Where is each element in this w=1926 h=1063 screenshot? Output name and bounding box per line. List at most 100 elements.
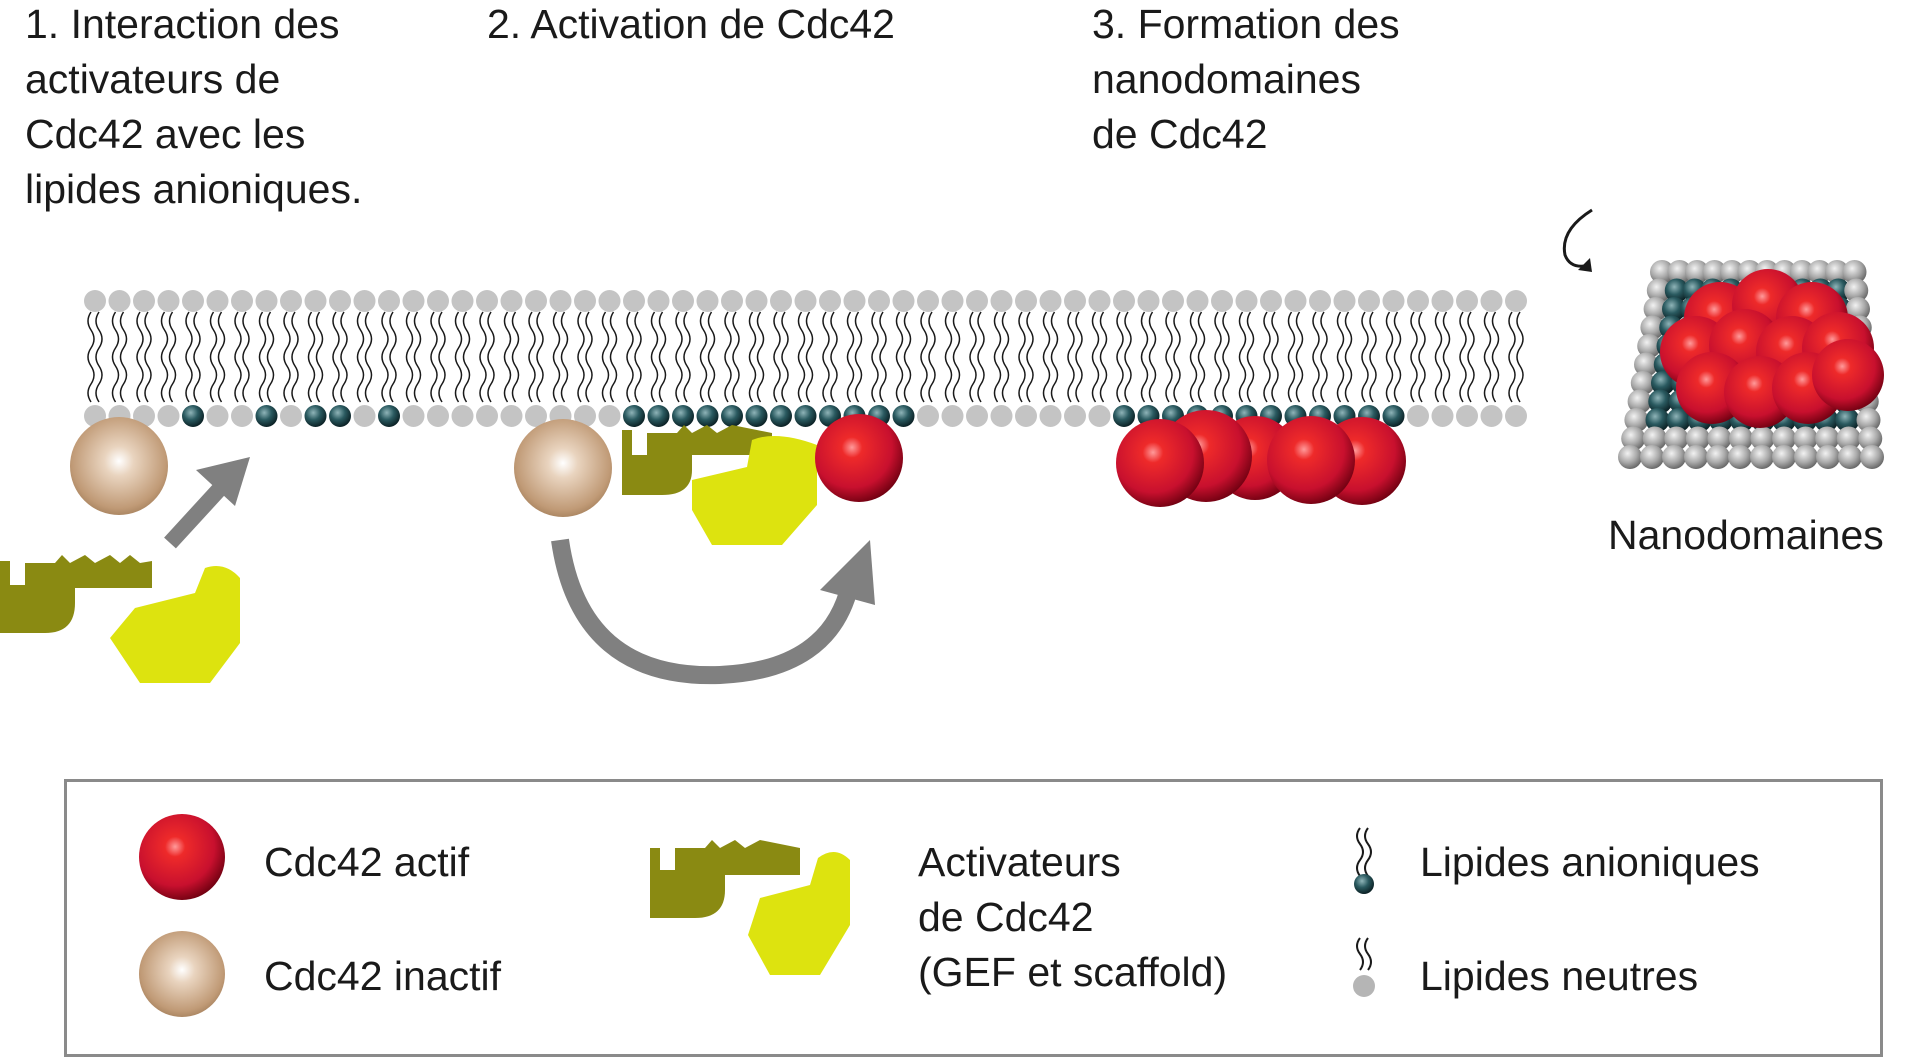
neutral-lipid-head xyxy=(1793,426,1818,451)
lipid-tail xyxy=(364,311,373,403)
lipid-tail xyxy=(95,311,103,403)
neutral-lipid-head xyxy=(990,290,1013,312)
lipid-tail xyxy=(1385,311,1394,403)
lipid-tail xyxy=(871,311,879,403)
anionic-lipid-head xyxy=(1645,408,1670,432)
lipid-tail xyxy=(307,311,316,403)
neutral-lipid-head xyxy=(1646,278,1671,303)
neutral-lipid-head xyxy=(1836,426,1861,451)
neutral-lipid-head xyxy=(966,405,988,427)
neutral-lipid-head xyxy=(966,290,988,312)
neutral-lipid-head xyxy=(1088,405,1111,427)
legend-activators-icon xyxy=(650,840,850,975)
anionic-lipid-head xyxy=(696,405,719,427)
cdc42-active-sphere xyxy=(815,414,903,502)
lipid-tail xyxy=(462,311,471,403)
neutral-lipid-head xyxy=(1358,290,1380,312)
neutral-lipid-head xyxy=(1618,445,1642,469)
neutral-lipid-head xyxy=(1842,260,1867,284)
neutral-lipid-head xyxy=(1794,445,1818,469)
neutral-lipid-head xyxy=(1039,405,1062,427)
neutral-lipid-head xyxy=(1431,290,1454,312)
lipid-tail xyxy=(1312,311,1320,403)
rotate-arrow-head xyxy=(1578,258,1592,272)
neutral-lipid-head xyxy=(770,290,792,312)
lipid-tail xyxy=(454,311,463,403)
lipid-tail xyxy=(1001,311,1010,403)
legend-neutral-label: Lipides neutres xyxy=(1420,953,1699,999)
neutral-lipid-head xyxy=(206,405,229,427)
curved-arrow-head xyxy=(820,540,875,605)
lipid-tail xyxy=(1361,311,1369,403)
lipid-tail xyxy=(781,311,789,403)
lipid-tail xyxy=(1434,311,1443,403)
lipid-tail xyxy=(185,311,193,403)
lipid-tail xyxy=(1369,311,1377,403)
lipid-tail xyxy=(511,311,520,403)
lipid-tail xyxy=(1042,311,1051,403)
lipid-tail xyxy=(1238,311,1247,403)
anionic-lipid-head xyxy=(721,405,743,427)
lipid-tail xyxy=(1197,311,1206,403)
neutral-lipid-head xyxy=(1186,290,1209,312)
neutral-lipid-head xyxy=(941,290,964,312)
lipid-tail xyxy=(928,311,936,403)
neutral-lipid-head xyxy=(182,290,204,312)
cdc42-inactive-sphere xyxy=(70,417,168,515)
neutral-lipid-head xyxy=(843,290,866,312)
arrow-head xyxy=(196,457,250,506)
lipid-tail xyxy=(87,311,95,403)
neutral-lipid-head xyxy=(1642,426,1667,451)
neutral-lipid-head xyxy=(1431,405,1454,427)
neutral-lipid-head xyxy=(721,290,743,312)
activators-step2 xyxy=(622,425,817,545)
neutral-lipid-head xyxy=(1015,290,1037,312)
lipid-tail xyxy=(756,311,765,403)
scaffold-protein-2 xyxy=(692,436,817,545)
neutral-lipid-head xyxy=(1480,290,1503,312)
lipid-tail xyxy=(160,311,169,403)
lipid-tail xyxy=(1295,311,1304,403)
neutral-lipid-head xyxy=(1790,260,1814,284)
lipid-tail xyxy=(879,311,887,403)
neutral-lipid-head xyxy=(1728,426,1753,451)
lipid-tail xyxy=(846,311,855,403)
lipid-tail xyxy=(1491,311,1500,403)
lipid-tail xyxy=(895,311,904,403)
neutral-lipid-head xyxy=(672,290,694,312)
step-3-title: 3. Formation des nanodomaines de Cdc42 xyxy=(1092,1,1400,157)
neutral-lipid-head xyxy=(1407,405,1429,427)
neutral-lipid-head xyxy=(1815,426,1840,451)
neutral-lipid-head xyxy=(745,290,768,312)
neutral-lipid-head xyxy=(1720,260,1744,284)
lipid-tail xyxy=(389,311,397,403)
lipid-tail xyxy=(144,311,152,403)
neutral-lipid-head xyxy=(1664,426,1689,451)
step-1-title: 1. Interaction des activateurs de Cdc42 … xyxy=(25,1,363,212)
lipid-tail xyxy=(969,311,977,403)
neutral-lipid-head xyxy=(84,290,106,312)
neutral-lipid-head xyxy=(1650,260,1674,284)
lipid-tail xyxy=(356,311,365,403)
lipid-tail xyxy=(1222,311,1230,403)
neutral-lipid-head xyxy=(500,290,523,312)
neutral-lipid-head xyxy=(1856,408,1881,432)
lipid-tail xyxy=(1459,311,1467,403)
neutral-lipid-head xyxy=(427,405,449,427)
neutral-lipid-head xyxy=(157,290,180,312)
neutral-lipid-head xyxy=(525,290,547,312)
lipid-tail xyxy=(1099,311,1108,403)
lipid-tail xyxy=(944,311,953,403)
neutral-lipid-head xyxy=(1637,334,1662,358)
lipid-tail xyxy=(585,311,593,403)
anionic-lipid-head xyxy=(1113,405,1135,427)
lipid-tail xyxy=(920,311,928,403)
neutral-lipid-head xyxy=(1627,389,1652,414)
anionic-lipid-head xyxy=(1651,371,1675,395)
cdc42-active-cluster xyxy=(1116,410,1406,507)
anionic-lipid-head xyxy=(892,405,915,427)
neutral-lipid-head xyxy=(231,290,253,312)
lipid-tail xyxy=(536,311,544,403)
lipid-tail xyxy=(242,311,250,403)
neutral-lipid-head xyxy=(1707,426,1732,451)
